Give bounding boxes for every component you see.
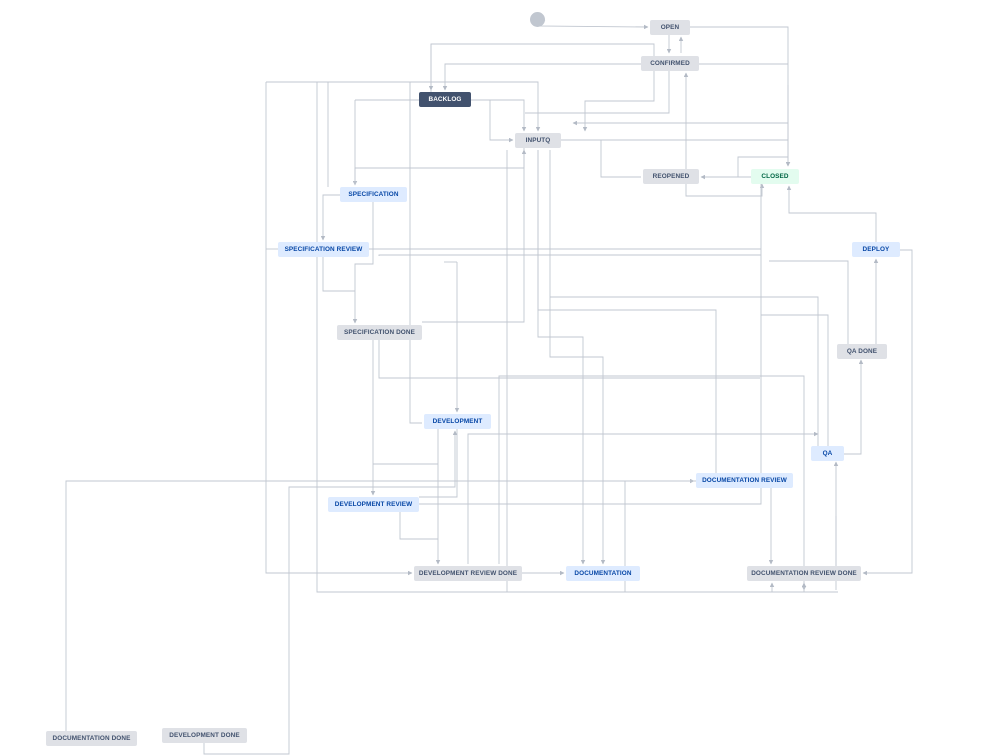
transition-line[interactable] bbox=[409, 82, 422, 424]
status-specification[interactable]: SPECIFICATION bbox=[340, 187, 407, 202]
transition-line[interactable] bbox=[769, 260, 849, 344]
transition-line[interactable] bbox=[266, 81, 541, 132]
transition-line[interactable] bbox=[378, 340, 760, 379]
transition-line[interactable] bbox=[537, 150, 717, 473]
status-backlog[interactable]: BACKLOG bbox=[419, 92, 471, 107]
status-specification-review[interactable]: SPECIFICATION REVIEW bbox=[278, 242, 369, 257]
status-confirmed[interactable]: CONFIRMED bbox=[641, 56, 699, 71]
transition-line[interactable] bbox=[582, 71, 655, 132]
transition-line[interactable] bbox=[561, 120, 789, 141]
transition-line[interactable] bbox=[65, 480, 696, 731]
transition-line[interactable] bbox=[489, 100, 514, 143]
status-documentation-review-done[interactable]: DOCUMENTATION REVIEW DONE bbox=[747, 566, 861, 581]
transition-line[interactable] bbox=[549, 150, 606, 565]
transition-line[interactable] bbox=[203, 430, 458, 755]
status-closed[interactable]: CLOSED bbox=[751, 169, 799, 184]
status-specification-done[interactable]: SPECIFICATION DONE bbox=[337, 325, 422, 340]
status-development-review-done[interactable]: DEVELOPMENT REVIEW DONE bbox=[414, 566, 522, 581]
status-documentation[interactable]: DOCUMENTATION bbox=[566, 566, 640, 581]
start-node[interactable] bbox=[530, 12, 545, 27]
transition-line[interactable] bbox=[322, 257, 355, 292]
status-documentation-done[interactable]: DOCUMENTATION DONE bbox=[46, 731, 137, 746]
transition-line[interactable] bbox=[761, 314, 829, 446]
transition-line[interactable] bbox=[600, 140, 641, 178]
status-open[interactable]: OPEN bbox=[650, 20, 690, 35]
status-qa[interactable]: QA bbox=[811, 446, 844, 461]
transition-line[interactable] bbox=[442, 63, 641, 91]
status-reopened[interactable]: REOPENED bbox=[643, 169, 699, 184]
transition-line[interactable] bbox=[422, 149, 527, 323]
status-development[interactable]: DEVELOPMENT bbox=[424, 414, 491, 429]
transition-line[interactable] bbox=[265, 82, 413, 576]
transition-line[interactable] bbox=[498, 375, 807, 591]
transition-line[interactable] bbox=[352, 148, 525, 186]
transition-line[interactable] bbox=[624, 478, 695, 573]
transition-line[interactable] bbox=[525, 71, 670, 114]
transition-line[interactable] bbox=[467, 431, 819, 564]
status-deploy[interactable]: DEPLOY bbox=[852, 242, 900, 257]
transition-line[interactable] bbox=[534, 19, 649, 30]
transition-line[interactable] bbox=[320, 194, 340, 241]
transition-line[interactable] bbox=[378, 254, 761, 256]
transition-line[interactable] bbox=[550, 296, 819, 446]
transition-line[interactable] bbox=[399, 512, 438, 540]
status-development-review[interactable]: DEVELOPMENT REVIEW bbox=[328, 497, 419, 512]
transition-line[interactable] bbox=[419, 184, 762, 505]
transition-line[interactable] bbox=[352, 202, 374, 324]
status-inputq[interactable]: INPUTQ bbox=[515, 133, 561, 148]
transition-line[interactable] bbox=[862, 249, 913, 576]
transition-line[interactable] bbox=[690, 26, 791, 167]
status-development-done[interactable]: DEVELOPMENT DONE bbox=[162, 728, 247, 743]
transition-line[interactable] bbox=[471, 99, 527, 132]
transition-line[interactable] bbox=[844, 359, 864, 455]
transition-line[interactable] bbox=[786, 185, 877, 242]
status-documentation-review[interactable]: DOCUMENTATION REVIEW bbox=[696, 473, 793, 488]
transition-line[interactable] bbox=[430, 43, 655, 92]
status-qa-done[interactable]: QA DONE bbox=[837, 344, 887, 359]
transition-line[interactable] bbox=[737, 156, 788, 177]
transition-line[interactable] bbox=[419, 429, 458, 498]
transition-line[interactable] bbox=[685, 183, 765, 197]
